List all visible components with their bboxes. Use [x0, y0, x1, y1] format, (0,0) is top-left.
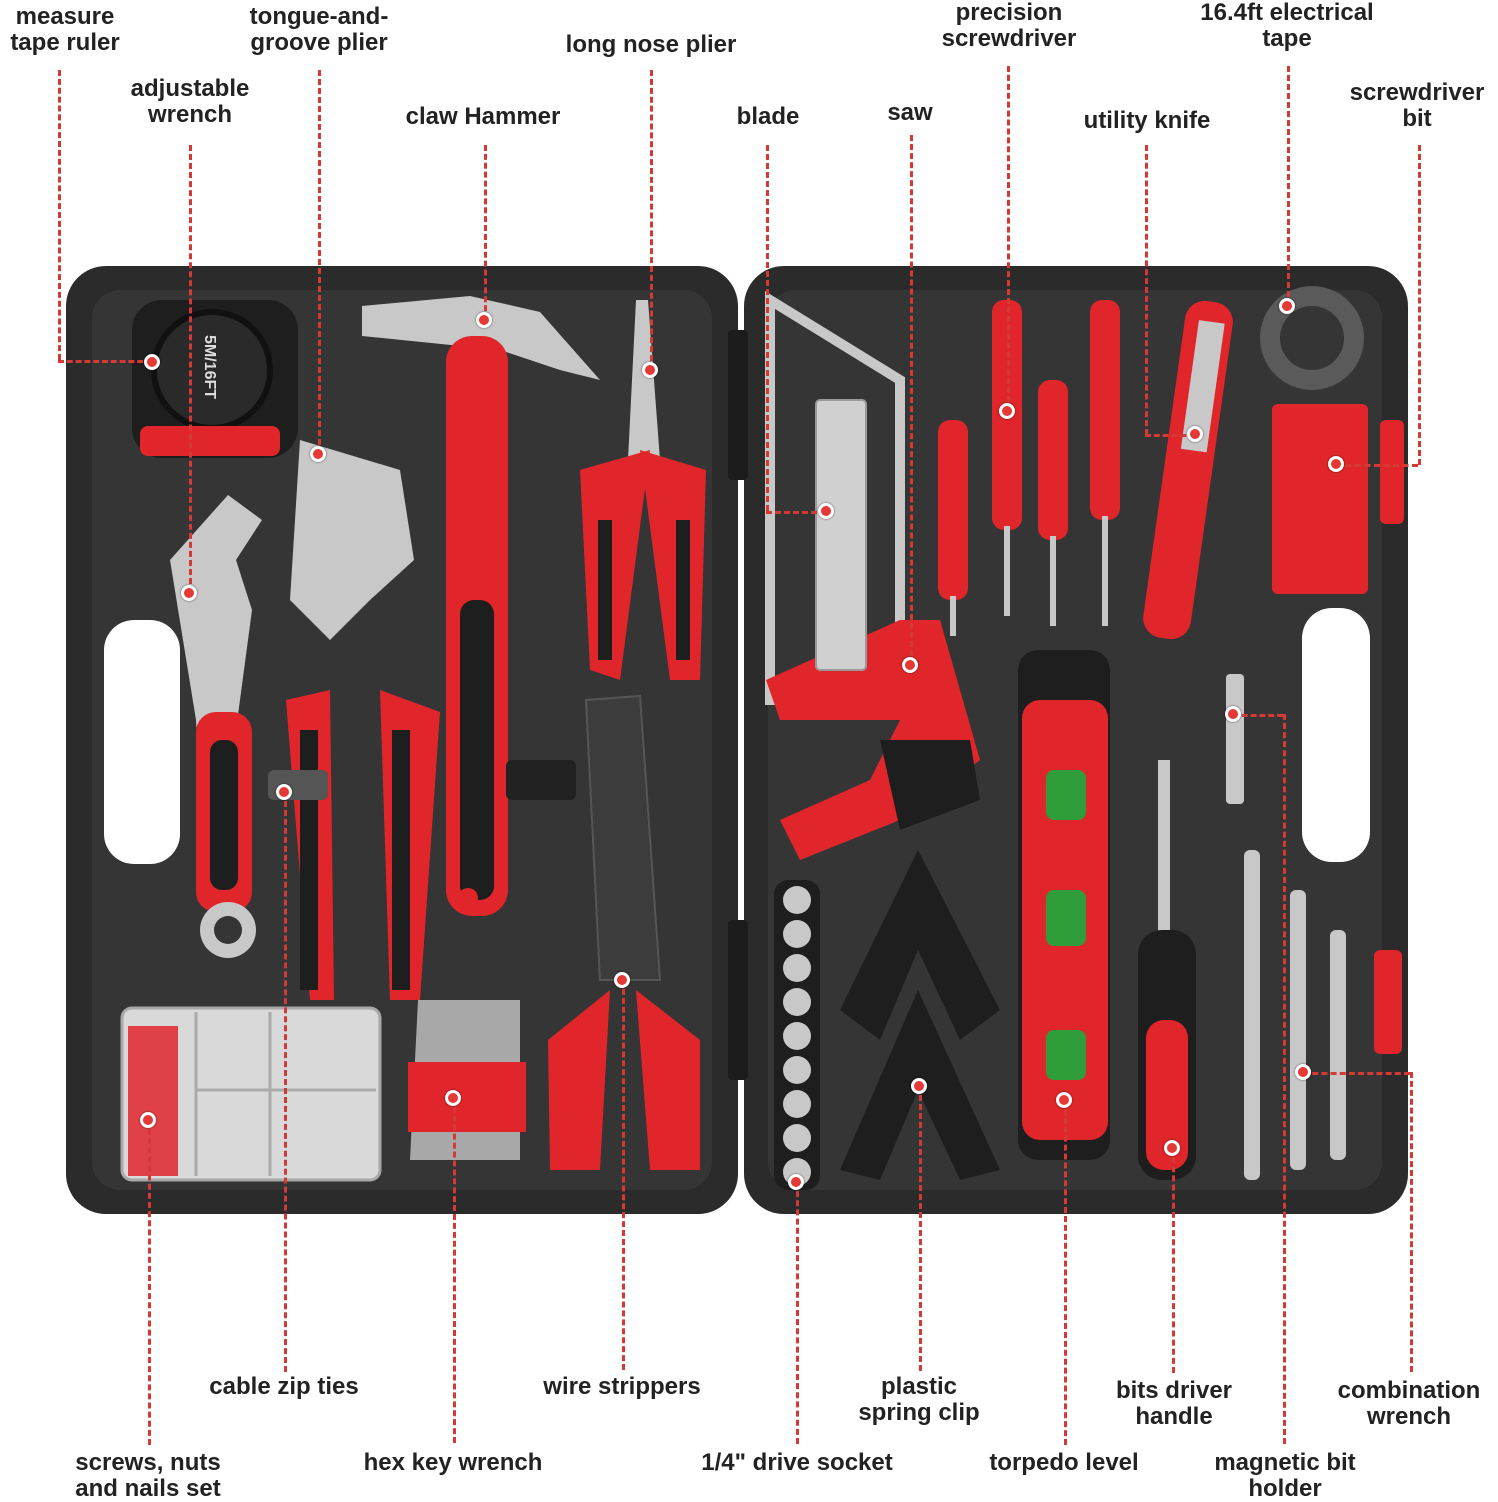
dot-wire-strippers: [614, 972, 630, 988]
label-precision-screwdriver: precision screwdriver: [941, 0, 1077, 52]
drive-socket-set: [774, 880, 820, 1190]
magnetic-bit-holder: [1226, 674, 1244, 804]
leader-magnetic-holder: [1283, 714, 1286, 1444]
combination-wrenches: [1244, 850, 1346, 1180]
label-wire-strippers: wire strippers: [543, 1373, 701, 1400]
dot-hex-key: [445, 1090, 461, 1106]
leader-claw-hammer: [484, 145, 487, 320]
torpedo-level: [1018, 650, 1110, 1160]
label-plastic-spring-clip: plastic spring clip: [858, 1373, 980, 1426]
label-measure-tape: measure tape ruler: [10, 3, 120, 56]
label-screws-set: screws, nuts and nails set: [75, 1449, 221, 1502]
label-blade: blade: [736, 103, 800, 130]
leader-blade-h: [766, 511, 826, 514]
leader-wire-strippers: [622, 980, 625, 1370]
label-cable-zip-ties: cable zip ties: [209, 1373, 359, 1400]
leader-torpedo-level: [1064, 1100, 1067, 1445]
leader-spring-clip: [919, 1086, 922, 1371]
bits-driver-handle: [1138, 760, 1196, 1180]
leader-measure-tape-h: [58, 360, 152, 363]
label-adjustable-wrench: adjustable wrench: [130, 75, 250, 128]
leader-adjustable-wrench: [189, 145, 192, 593]
leader-combination-wrench: [1410, 1072, 1413, 1372]
leader-electrical-tape: [1287, 66, 1290, 306]
leader-saw: [910, 135, 913, 665]
leader-drive-socket: [796, 1182, 799, 1444]
dot-cable-ties: [276, 784, 292, 800]
leader-magnetic-holder-h: [1233, 714, 1283, 717]
leader-hex-key: [453, 1098, 456, 1443]
leader-combination-wrench-h: [1303, 1072, 1410, 1075]
dot-torpedo-level: [1056, 1092, 1072, 1108]
utility-knife: [1143, 300, 1233, 640]
dot-claw-hammer: [476, 312, 492, 328]
dot-screws: [140, 1112, 156, 1128]
dot-saw: [902, 657, 918, 673]
leader-precision-screwdriver: [1007, 66, 1010, 411]
screws-nuts-nails-box: [120, 1006, 382, 1182]
blade-pack: [815, 399, 867, 671]
dot-measure-tape: [144, 354, 160, 370]
dot-spring-clip: [911, 1078, 927, 1094]
label-bits-driver-handle: bits driver handle: [1115, 1377, 1233, 1430]
label-claw-hammer: claw Hammer: [405, 103, 561, 130]
label-utility-knife: utility knife: [1083, 107, 1211, 134]
dot-blade: [818, 503, 834, 519]
dot-combination-wrench: [1295, 1064, 1311, 1080]
tongue-groove-plier: [286, 440, 440, 1000]
dot-magnetic-holder: [1225, 706, 1241, 722]
leader-screws: [148, 1120, 151, 1445]
left-handle-cutout: [104, 620, 180, 864]
dot-utility-knife: [1187, 426, 1203, 442]
label-saw: saw: [887, 99, 933, 126]
dot-screwdriver-bit: [1328, 456, 1344, 472]
dot-drive-socket: [788, 1174, 804, 1190]
leader-utility-knife-h: [1145, 434, 1195, 437]
leader-screwdriver-bit: [1418, 145, 1421, 465]
dot-precision-screwdriver: [999, 403, 1015, 419]
screwdriver-bit-tray: [1272, 404, 1368, 594]
label-screwdriver-bit: screwdriver bit: [1349, 79, 1485, 132]
label-combination-wrench: combination wrench: [1337, 1377, 1481, 1430]
leader-long-nose: [650, 70, 653, 370]
claw-hammer: [362, 296, 600, 916]
dot-adjustable-wrench: [181, 585, 197, 601]
electrical-tape-roll: [1260, 286, 1364, 390]
label-magnetic-bit-holder: magnetic bit holder: [1214, 1449, 1356, 1502]
label-long-nose: long nose plier: [565, 31, 737, 58]
dot-long-nose: [642, 362, 658, 378]
dot-electrical-tape: [1279, 298, 1295, 314]
wire-strippers: [548, 694, 700, 1170]
leader-cable-ties: [284, 792, 287, 1372]
leader-tongue-groove: [318, 70, 321, 454]
measure-tape: 5M/16FT: [132, 300, 298, 458]
tape-marking: 5M/16FT: [201, 335, 218, 399]
label-torpedo-level: torpedo level: [989, 1449, 1139, 1476]
leader-measure-tape: [58, 70, 61, 360]
long-nose-plier: [580, 300, 706, 680]
leader-blade: [766, 145, 769, 511]
leader-bits-driver: [1172, 1148, 1175, 1373]
right-handle-cutout: [1302, 608, 1370, 862]
dot-tongue-groove: [310, 446, 326, 462]
label-tongue-groove: tongue-and- groove plier: [249, 3, 389, 56]
leader-utility-knife: [1145, 145, 1148, 435]
leader-screwdriver-bit-h: [1336, 464, 1418, 467]
label-electrical-tape: 16.4ft electrical tape: [1200, 0, 1374, 52]
label-hex-key: hex key wrench: [363, 1449, 543, 1476]
dot-bits-driver: [1164, 1140, 1180, 1156]
hex-key-set: [408, 1000, 526, 1160]
label-drive-socket: 1/4" drive socket: [701, 1449, 893, 1476]
